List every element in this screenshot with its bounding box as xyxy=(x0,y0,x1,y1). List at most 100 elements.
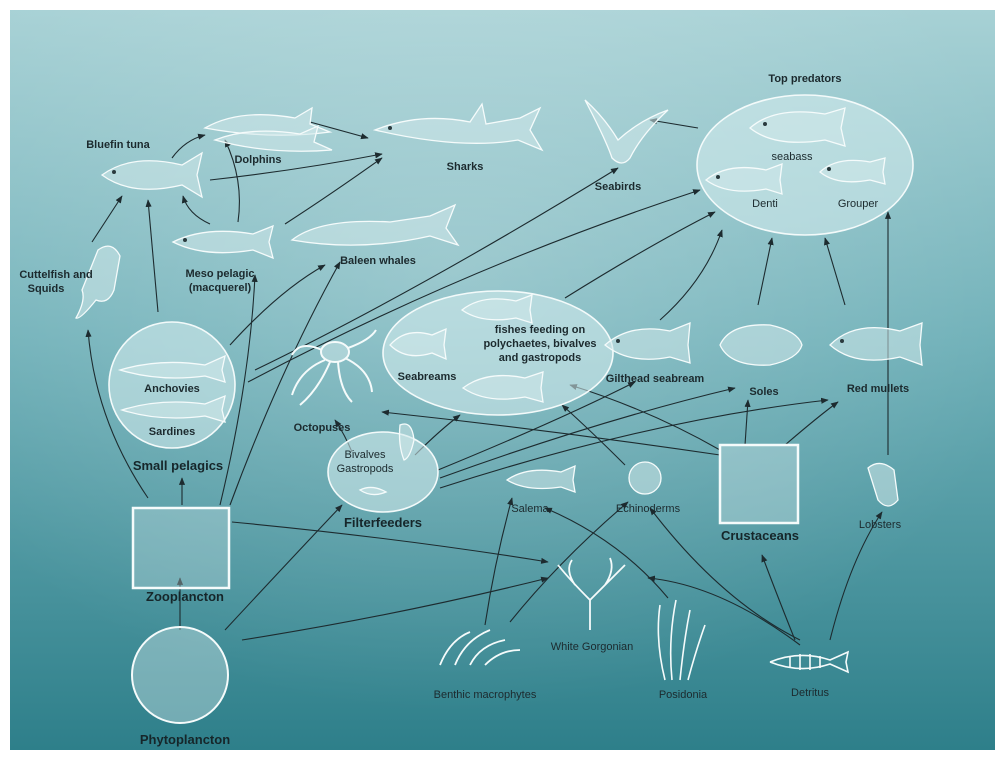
arrow-detritus-to-lobsters xyxy=(829,511,883,641)
baleen-whales-node: Baleen whales xyxy=(290,203,460,267)
posidonia-node: Posidonia xyxy=(657,599,708,701)
arrow-fishes-to-toppred xyxy=(564,211,716,299)
arrow-zoo-to-benthic xyxy=(231,521,549,564)
top-predators-group: Top predators seabass Denti Grouper xyxy=(696,73,914,236)
seabirds-node: Seabirds xyxy=(584,99,669,193)
dolphins-label: Dolphins xyxy=(234,154,281,166)
bivalves-label-line2: Gastropods xyxy=(337,463,394,475)
arrow-filter-to-soles xyxy=(439,386,736,479)
white-gorgonian-node: White Gorgonian xyxy=(551,557,634,653)
arrows xyxy=(85,118,892,646)
lobster-icon xyxy=(867,462,899,507)
red-mullets-node: Red mullets xyxy=(829,322,923,395)
shark-icon xyxy=(372,102,544,152)
dolphin-icon xyxy=(203,106,333,152)
grouper-label: Grouper xyxy=(838,198,879,210)
arrow-zoo-to-meso xyxy=(219,274,258,506)
denti-label: Denti xyxy=(752,198,778,210)
benthic-macrophytes-label: Benthic macrophytes xyxy=(434,689,537,701)
soles-label: Soles xyxy=(749,386,778,398)
white-gorgonian-label: White Gorgonian xyxy=(551,641,634,653)
seabreams-label: Seabreams xyxy=(398,371,457,383)
sharks-node: Sharks xyxy=(372,102,544,173)
arrow-echino-to-fishes xyxy=(561,404,626,466)
fishes-feeding-label-line1: fishes feeding on xyxy=(495,324,586,336)
top-predators-ellipse xyxy=(696,94,914,236)
arrow-pelagics-to-baleen xyxy=(229,264,326,346)
small-pelagics-group: Anchovies Sardines Small pelagics xyxy=(108,321,236,473)
echinoderm-icon xyxy=(628,461,662,495)
echinoderms-node: Echinoderms xyxy=(616,461,681,515)
arrow-meso-to-sharks xyxy=(284,157,383,225)
macrophyte-icon xyxy=(439,629,521,666)
gilthead-label: Gilthead seabream xyxy=(606,373,705,385)
lobsters-label: Lobsters xyxy=(859,519,902,531)
grouper-icon xyxy=(819,157,886,185)
seabirds-label: Seabirds xyxy=(595,181,641,193)
shell-icon xyxy=(398,423,415,461)
salema-node: Salema xyxy=(505,464,576,515)
arrow-crust-to-octopus xyxy=(381,409,721,456)
arrow-meso-to-tuna xyxy=(181,195,211,225)
sharks-label: Sharks xyxy=(447,161,484,173)
dolphins-node: Dolphins xyxy=(203,106,333,166)
anchovy-icon xyxy=(117,354,226,383)
octopus-icon xyxy=(291,329,377,406)
detritus-node: Detritus xyxy=(769,650,850,699)
arrow-posidonia-to-salema xyxy=(544,507,669,599)
phytoplancton-circle xyxy=(131,626,229,724)
arrow-detritus-to-gorgonian xyxy=(647,575,801,646)
fishes-feeding-group: fishes feeding on polychaetes, bivalves … xyxy=(382,290,614,416)
fish-bottom-icon xyxy=(461,371,544,403)
arrow-phyto-to-gorgonian xyxy=(241,576,549,641)
salema-label: Salema xyxy=(511,503,549,515)
arrow-crust-to-mullets xyxy=(784,401,839,446)
lobsters-node: Lobsters xyxy=(859,462,902,531)
crustaceans-label: Crustaceans xyxy=(721,528,799,543)
arrow-pelagics-to-toppred xyxy=(247,189,701,383)
zooplancton-box xyxy=(131,506,231,590)
seabird-icon xyxy=(584,99,669,164)
meso-pelagic-label-line1: Meso pelagic xyxy=(185,268,254,280)
sardine-icon xyxy=(119,394,226,423)
meso-pelagic-node: Meso pelagic (macquerel) xyxy=(171,224,274,294)
arrow-filter-to-gilthead xyxy=(437,381,636,471)
meso-pelagic-label-line2: (macquerel) xyxy=(189,282,252,294)
red-mullets-label: Red mullets xyxy=(847,383,909,395)
arrow-toppred-to-seabirds xyxy=(649,118,699,129)
fish-skeleton-icon xyxy=(769,650,850,674)
top-predators-label: Top predators xyxy=(768,73,841,85)
arrow-benthic-to-echino xyxy=(509,501,629,623)
mackerel-icon xyxy=(171,224,274,260)
echinoderms-label: Echinoderms xyxy=(616,503,681,515)
fishes-feeding-ellipse xyxy=(382,290,614,416)
gorgonian-icon xyxy=(557,557,626,630)
zooplancton-group: Zooplancton xyxy=(131,506,231,604)
arrow-meso-to-dolphins xyxy=(224,139,240,223)
mussel-icon xyxy=(358,486,388,496)
arrow-filter-to-mullets xyxy=(439,397,829,489)
octopuses-label: Octopuses xyxy=(294,422,351,434)
benthic-macrophytes-node: Benthic macrophytes xyxy=(434,629,537,701)
gilthead-icon xyxy=(603,322,691,364)
fishes-feeding-label-line2: polychaetes, bivalves xyxy=(483,338,596,350)
arrow-mullets-to-toppred xyxy=(824,237,846,306)
arrow-tuna-to-sharks xyxy=(209,152,383,181)
arrow-detritus-to-echino xyxy=(649,507,801,641)
cuttlefish-label-line2: Squids xyxy=(28,283,65,295)
arrow-benthic-to-salema xyxy=(484,497,514,626)
crustaceans-box xyxy=(718,443,800,525)
filterfeeders-label: Filterfeeders xyxy=(344,515,422,530)
whale-icon xyxy=(290,203,460,247)
sole-icon xyxy=(719,324,803,366)
phytoplancton-group: Phytoplancton xyxy=(131,626,230,747)
posidonia-label: Posidonia xyxy=(659,689,708,701)
arrow-detritus-to-crust xyxy=(761,554,796,641)
arrow-pelagics-to-cuttlefish xyxy=(85,329,149,499)
arrow-pelagics-to-tuna xyxy=(145,199,159,313)
detritus-label: Detritus xyxy=(791,687,829,699)
squid-icon xyxy=(75,245,121,319)
arrow-phyto-to-filter xyxy=(224,504,343,631)
bluefin-tuna-icon xyxy=(100,151,203,199)
